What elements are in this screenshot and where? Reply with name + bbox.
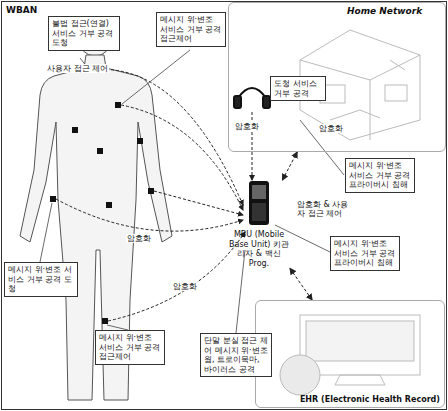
body-figure: [20, 24, 172, 400]
node-text: 메시지 위·변조 서비스 거부 공격 프라이버시 침해: [334, 239, 396, 268]
wireless-link: [290, 268, 312, 300]
annotation-label: 암호화: [126, 234, 152, 243]
ehr-sketch: [280, 315, 420, 395]
region-title: EHR (Electronic Health Record): [300, 395, 440, 404]
node-text: 메시지 위·변조 서비스 거부 공격 도청: [8, 265, 74, 294]
threat-callout: 메시지 위·변조 서비스 거부 공격 도청: [4, 262, 78, 297]
node-text: 단말 분실 접근 제어 메시지 위·변조 웜, 트로이목마, 바이러스 공격: [204, 336, 268, 374]
headset-icon: [234, 88, 270, 108]
node-text: 메시지 위·변조 서비스 거부 공격 접근제어: [99, 333, 161, 362]
annotation-label: 암호화 & 사용자 접근 제어: [296, 200, 354, 218]
node-text: 도청 서비스 거부 공격: [274, 79, 322, 98]
threat-callout: 메시지 위·변조 서비스 거부 공격 접근제어: [95, 330, 165, 365]
leader-lines: [40, 50, 344, 333]
threat-callout: 불법 접근(연결) 서비스 거부 공격 도청: [48, 16, 120, 51]
threat-callout: 단말 분실 접근 제어 메시지 위·변조 웜, 트로이목마, 바이러스 공격: [200, 333, 272, 377]
annotation-label: 암호화: [172, 282, 198, 291]
threat-callout: 메시지 위·변조 서비스 거부 공격 접근제어: [156, 12, 226, 47]
region-title: WBAN: [6, 5, 37, 15]
node-text: MBU (Mobile Base Unit) 키관리자 & 백신 Prog.: [226, 230, 292, 268]
node-text: 메시지 위·변조 서비스 거부 공격 접근제어: [160, 15, 222, 44]
annotation-label: 암호화: [318, 124, 344, 133]
network-region: EHR (Electronic Health Record): [255, 300, 445, 408]
wireless-link: [282, 152, 297, 180]
node-text: 불법 접근(연결) 서비스 거부 공격 도청: [52, 19, 116, 48]
threat-callout: 도청 서비스 거부 공격: [270, 76, 326, 101]
wireless-links: [56, 69, 252, 321]
node-text: 메시지 위·변조 서비스 거부 공격 프라이버시 침해: [349, 161, 411, 190]
region-title: Home Network: [347, 6, 422, 16]
phone-icon: [248, 180, 270, 226]
threat-callout: 메시지 위·변조 서비스 거부 공격 프라이버시 침해: [345, 158, 415, 193]
threat-callout: 메시지 위·변조 서비스 거부 공격 프라이버시 침해: [330, 236, 400, 271]
device-box: MBU (Mobile Base Unit) 키관리자 & 백신 Prog.: [226, 180, 292, 268]
annotation-label: 암호화: [234, 122, 260, 131]
annotation-label: 사용자 접근 제어: [46, 64, 109, 73]
